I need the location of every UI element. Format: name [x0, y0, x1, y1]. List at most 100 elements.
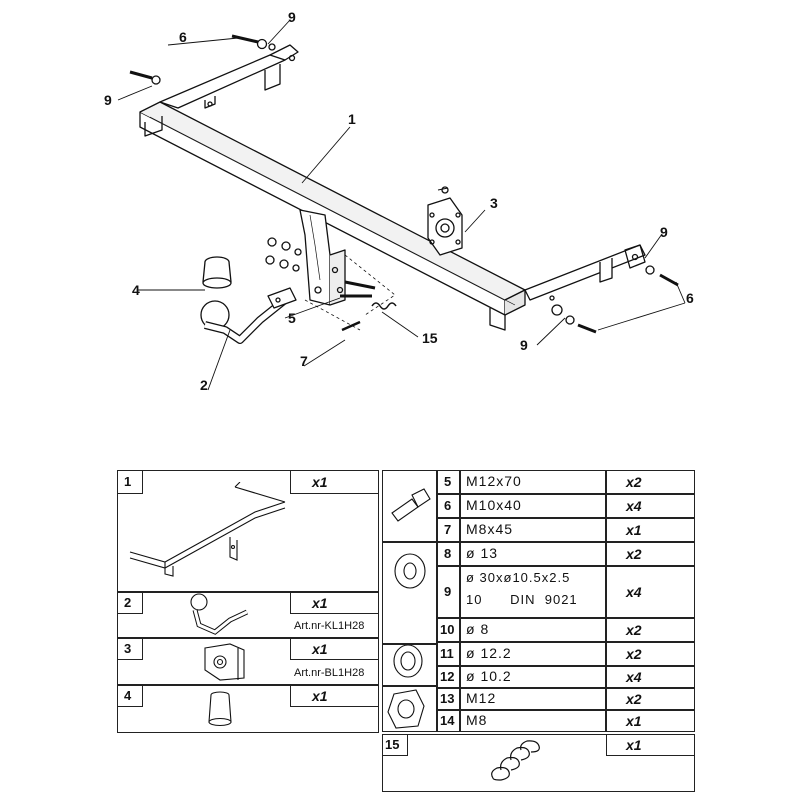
row-6-qty-box — [606, 494, 695, 518]
row-7-qty: x1 — [626, 522, 642, 538]
part-4-qty-box — [290, 685, 379, 707]
part-2-qty: x1 — [312, 595, 328, 611]
part-3-qty: x1 — [312, 641, 328, 657]
callout-5: 5 — [288, 310, 296, 326]
row-7-num: 7 — [444, 522, 452, 537]
row-11-qty-box — [606, 642, 695, 666]
callout-9-top: 9 — [288, 9, 296, 25]
callout-2: 2 — [200, 377, 208, 393]
row-6-num: 6 — [444, 498, 452, 513]
row-14-qty-box — [606, 710, 695, 732]
row-5-spec-box — [460, 470, 606, 494]
row-11-qty: x2 — [626, 646, 642, 662]
row-8-qty: x2 — [626, 546, 642, 562]
row-12-spec-box — [460, 666, 606, 688]
row-10-qty: x2 — [626, 622, 642, 638]
bolt-group-center — [265, 237, 397, 332]
row-13-num: 13 — [440, 691, 455, 706]
callout-4: 4 — [132, 282, 140, 298]
callout-9-right: 9 — [660, 224, 668, 240]
center-mount-bracket — [299, 209, 346, 306]
row-6-spec-box — [460, 494, 606, 518]
row-8-spec: ø 13 — [466, 545, 499, 561]
row-8-qty-box — [606, 542, 695, 566]
socket-plate-part-3 — [427, 186, 463, 256]
row-13-spec-box — [460, 688, 606, 710]
row-14-num: 14 — [440, 713, 455, 728]
part-3-qty-box — [290, 638, 379, 660]
spring-icon — [491, 740, 540, 781]
callout-15: 15 — [422, 330, 438, 346]
row-6-num-box — [437, 494, 460, 518]
row-10-spec: ø 8 — [466, 621, 490, 637]
right-side-bracket — [524, 244, 646, 301]
part-1-num-box — [117, 470, 143, 494]
row-12-qty-box — [606, 666, 695, 688]
ball-neck-part-2 — [200, 287, 297, 344]
row-9-spec-box — [460, 566, 606, 618]
row-9-spec-line2: 10 DIN 9021 — [466, 592, 578, 607]
row-10-num-box — [437, 618, 460, 642]
row-12-num: 12 — [440, 669, 455, 684]
callout-3: 3 — [490, 195, 498, 211]
part-1-num: 1 — [124, 474, 132, 489]
parts-table: 1 x1 2 x1 Art.nr-KL1H28 3 x1 Art.nr-BL1H… — [0, 460, 800, 800]
row-11-num-box — [437, 642, 460, 666]
part-3-num: 3 — [124, 641, 132, 656]
row-10-spec-box — [460, 618, 606, 642]
part-1-qty-box — [290, 470, 379, 494]
row-13-qty-box — [606, 688, 695, 710]
row-14-spec: M8 — [466, 712, 488, 728]
part-4-num-box — [117, 685, 143, 707]
row-7-spec-box — [460, 518, 606, 542]
row-9-num-box — [437, 566, 460, 618]
part-1-qty: x1 — [312, 474, 328, 490]
bolt-group-left — [129, 34, 276, 85]
row-13-spec: M12 — [466, 690, 497, 706]
row-8-num-box — [437, 542, 460, 566]
part-15-num: 15 — [385, 737, 400, 752]
left-side-bracket — [159, 44, 299, 109]
row-11-spec-box — [460, 642, 606, 666]
part-15-num-box — [382, 734, 408, 756]
row-14-spec-box — [460, 710, 606, 732]
row-9-qty-box — [606, 566, 695, 618]
row-7-num-box — [437, 518, 460, 542]
ball-cap-part-4 — [202, 256, 232, 289]
row-14-qty: x1 — [626, 713, 642, 729]
row-14-num-box — [437, 710, 460, 732]
row-6-qty: x4 — [626, 498, 642, 514]
bolt-icon — [391, 488, 431, 522]
part-3-article-number: Art.nr-BL1H28 — [294, 667, 365, 679]
part-15-qty-box — [606, 734, 695, 756]
row-8-num: 8 — [444, 546, 452, 561]
row-9-num: 9 — [444, 584, 452, 599]
row-11-spec: ø 12.2 — [466, 645, 512, 661]
callout-6-right: 6 — [686, 290, 694, 306]
row-5-num-box — [437, 470, 460, 494]
part-4-num: 4 — [124, 688, 132, 703]
row-6-spec: M10x40 — [466, 497, 522, 513]
row-11-num: 11 — [440, 646, 454, 661]
ball-cap-thumbnail — [208, 691, 232, 727]
callout-6-left: 6 — [179, 29, 187, 45]
crossbar-thumbnail — [129, 482, 286, 577]
crossbar-part-1 — [139, 101, 526, 331]
part-2-qty-box — [290, 592, 379, 614]
socket-plate-thumbnail — [204, 643, 245, 681]
row-13-qty: x2 — [626, 691, 642, 707]
row-10-qty-box — [606, 618, 695, 642]
part-2-article-number: Art.nr-KL1H28 — [294, 620, 365, 632]
bolt-group-right — [551, 265, 679, 334]
row-12-qty: x4 — [626, 669, 642, 685]
row-5-qty-box — [606, 470, 695, 494]
callout-7: 7 — [300, 353, 308, 369]
row-10-num: 10 — [440, 622, 455, 637]
row-7-spec: M8x45 — [466, 521, 514, 537]
washer-icon — [394, 553, 426, 589]
row-5-spec: M12x70 — [466, 473, 522, 489]
row-5-num: 5 — [444, 474, 452, 489]
row-12-num-box — [437, 666, 460, 688]
part-15-qty: x1 — [626, 737, 642, 753]
callout-9-bottom: 9 — [520, 337, 528, 353]
